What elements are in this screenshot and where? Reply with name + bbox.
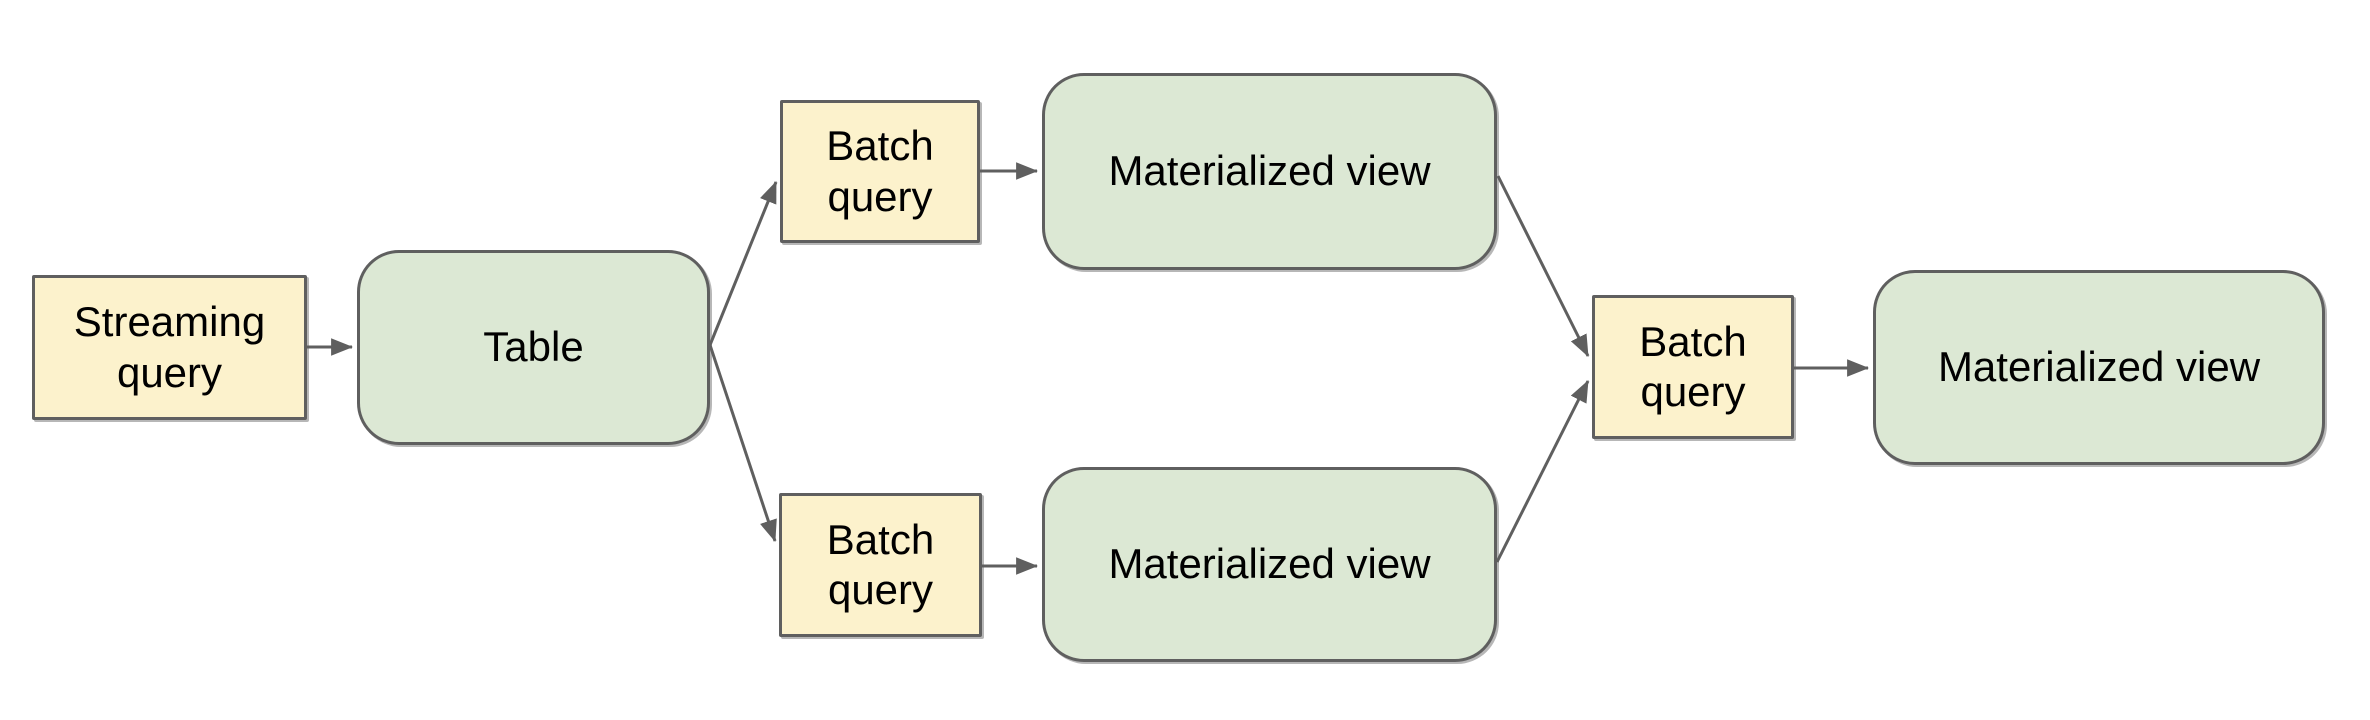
node-label: Batch query — [1639, 317, 1747, 415]
connector-arrow-table-to-batch-query-top — [708, 180, 778, 346]
connector-arrow-table-to-batch-query-bottom — [708, 344, 777, 543]
node-batch-query-bottom: Batch query — [779, 493, 982, 637]
node-label: Materialized view — [1937, 343, 2261, 391]
node-label: Materialized view — [1108, 147, 1431, 195]
node-label: Batch query — [826, 122, 934, 220]
connector-arrow-materialized-view-top-to-batch-query-right — [1496, 175, 1590, 357]
node-materialized-view-right: Materialized view — [1873, 270, 2325, 465]
node-materialized-view-bottom: Materialized view — [1042, 467, 1497, 662]
node-streaming-query: Streaming query — [32, 275, 307, 420]
node-label: Materialized view — [1108, 540, 1431, 588]
node-label: Table — [483, 323, 584, 371]
node-materialized-view-top: Materialized view — [1042, 73, 1497, 270]
node-label: Streaming query — [73, 298, 266, 396]
connector-arrow-materialized-view-bottom-to-batch-query-right — [1495, 380, 1590, 563]
node-table: Table — [357, 250, 710, 445]
node-label: Batch query — [826, 515, 935, 613]
node-batch-query-right: Batch query — [1592, 295, 1794, 439]
node-batch-query-top: Batch query — [780, 100, 980, 243]
